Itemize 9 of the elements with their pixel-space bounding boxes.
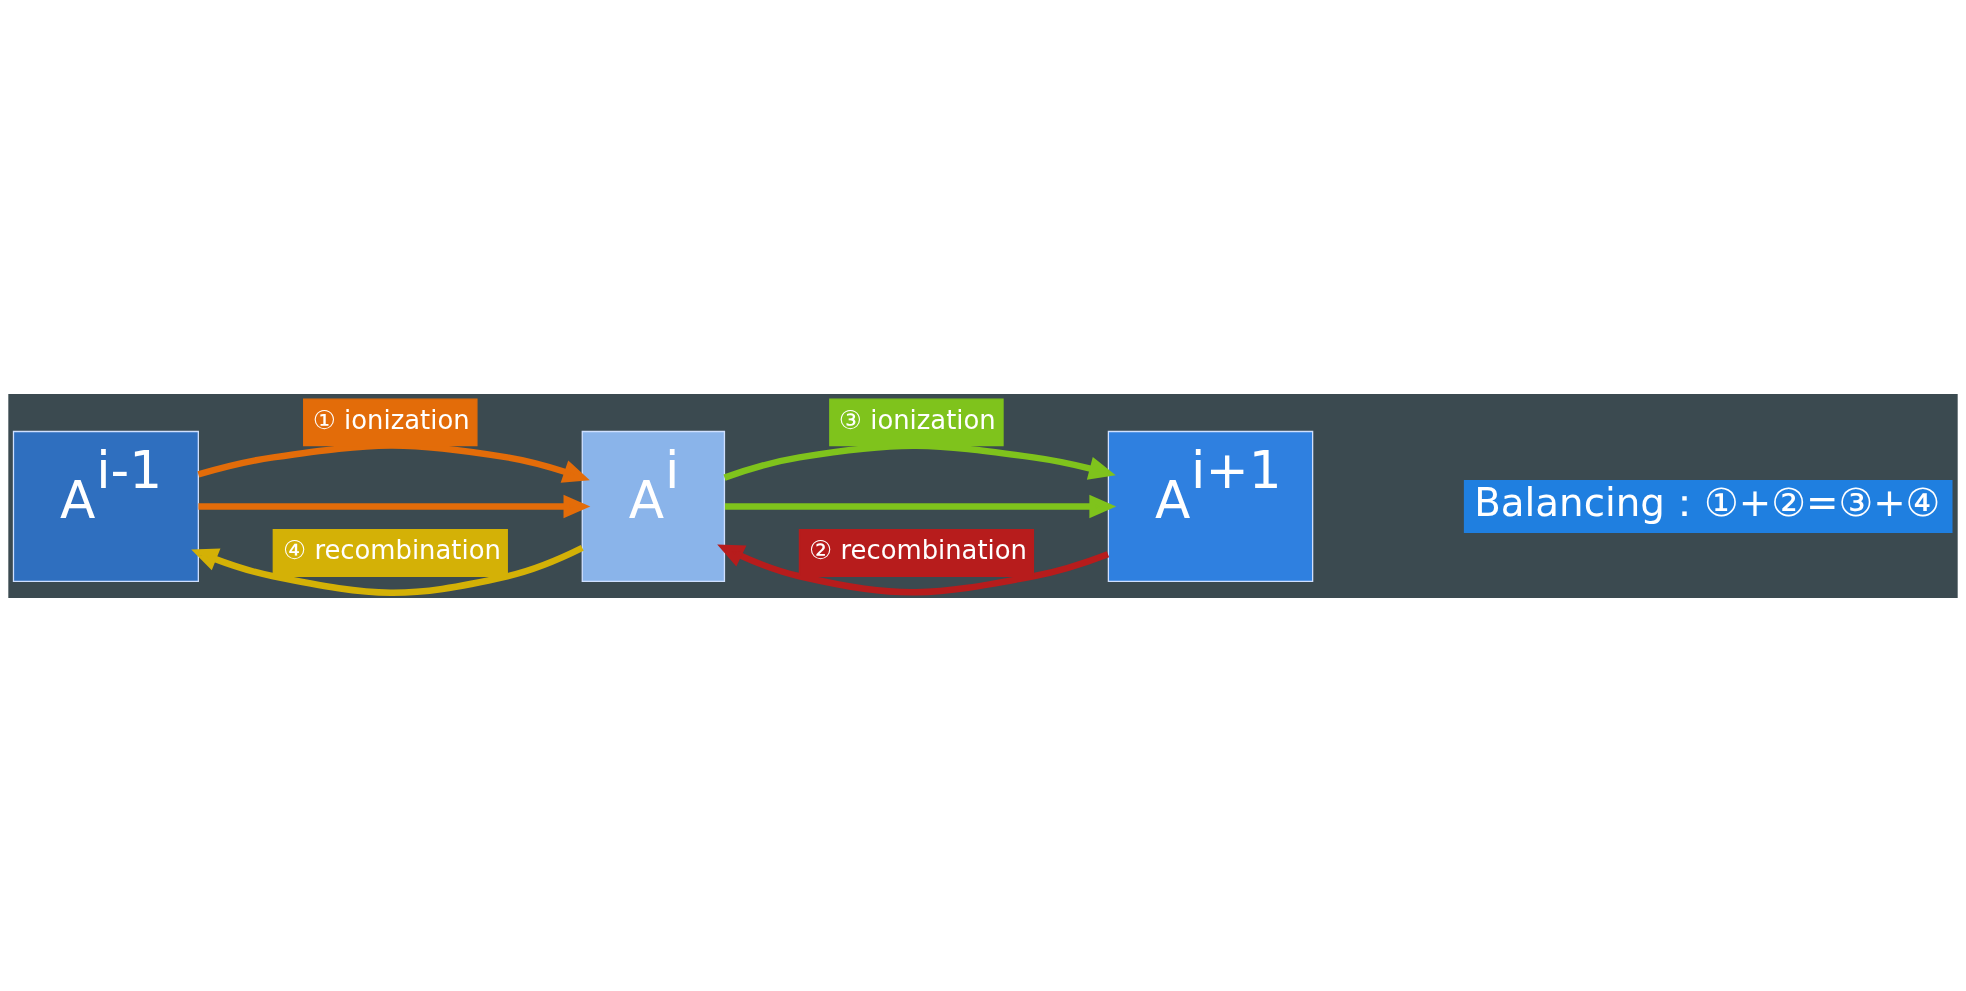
arrow	[724, 494, 1117, 518]
arrow	[717, 543, 1110, 595]
edge-label: ③ ionization	[838, 404, 996, 435]
edge-label: ① ionization	[312, 404, 470, 435]
arrow	[198, 494, 591, 518]
label: Balancing：①+②=③+④	[1474, 479, 1941, 525]
edge-label: ② recombination	[809, 534, 1027, 565]
edge-label: ④ recombination	[283, 534, 501, 565]
arrow	[191, 544, 584, 596]
